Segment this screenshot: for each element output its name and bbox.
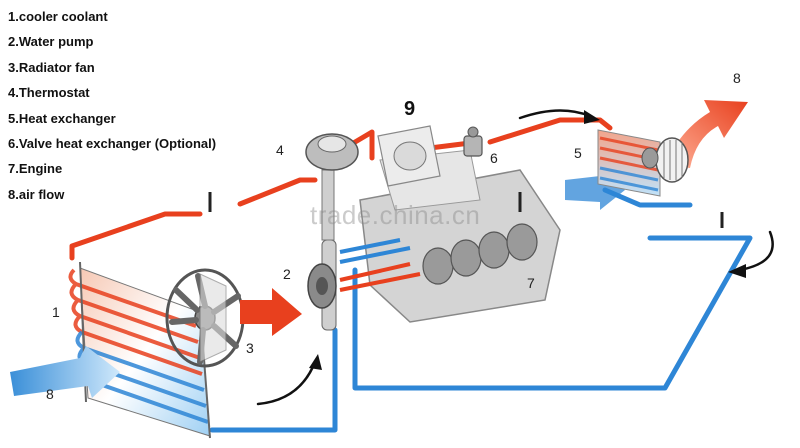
callout-heat-exchanger: 5: [574, 145, 582, 161]
legend: 1.cooler coolant 2.Water pump 3.Radiator…: [8, 4, 216, 207]
callout-airflow-left: 8: [46, 386, 54, 402]
hot-line-top-left: [69, 211, 203, 261]
blower-wheel: [655, 137, 689, 183]
callout-engine: 7: [527, 275, 535, 291]
callout-radiator: 1: [52, 304, 60, 320]
callout-water-pump: 2: [283, 266, 291, 282]
callout-9: 9: [404, 98, 416, 120]
fan-mount: [199, 273, 227, 363]
cold-line-bottom: [209, 327, 338, 433]
water-pump: [307, 239, 337, 331]
airflow-out-arrow: [240, 288, 302, 336]
legend-item: 7.Engine: [8, 161, 63, 177]
heat-exchanger: [597, 129, 689, 197]
legend-item: 5.Heat exchanger: [8, 110, 116, 126]
hot-line-to-exchanger: [487, 117, 613, 145]
legend-item: 8.air flow: [8, 186, 65, 202]
engine-manifold-cold: [339, 238, 411, 264]
legend-item: 4.Thermostat: [8, 85, 90, 101]
callout-airflow-right: 8: [733, 70, 741, 86]
legend-item: 6.Valve heat exchanger (Optional): [8, 136, 217, 152]
legend-item: 2.Water pump: [8, 34, 94, 50]
radiator-coils: [68, 268, 203, 376]
engine-manifold-hot: [339, 262, 421, 292]
compressor-unit: [377, 125, 441, 187]
callout-radiator-fan: 3: [246, 340, 254, 356]
hot-line-to-valve: [427, 140, 473, 151]
airflow-in-arrow: [10, 346, 120, 398]
thermostat: [305, 133, 359, 241]
flow-direction-arrows: [256, 109, 774, 406]
engine-cylinders: [422, 223, 538, 285]
callout-thermostat: 4: [276, 142, 284, 158]
cold-line-return-loop: [352, 235, 753, 391]
radiator: [68, 261, 211, 439]
callout-valve: 6: [490, 150, 498, 166]
legend-item: 3.Radiator fan: [8, 59, 95, 75]
pipe-tick-marks: [208, 192, 724, 228]
engine: [339, 149, 561, 323]
valve-heat-exchanger: [463, 126, 483, 157]
hot-line-top-center: [237, 177, 318, 207]
watermark: trade.china.cn: [310, 200, 481, 230]
legend-item: 1.cooler coolant: [8, 9, 108, 24]
